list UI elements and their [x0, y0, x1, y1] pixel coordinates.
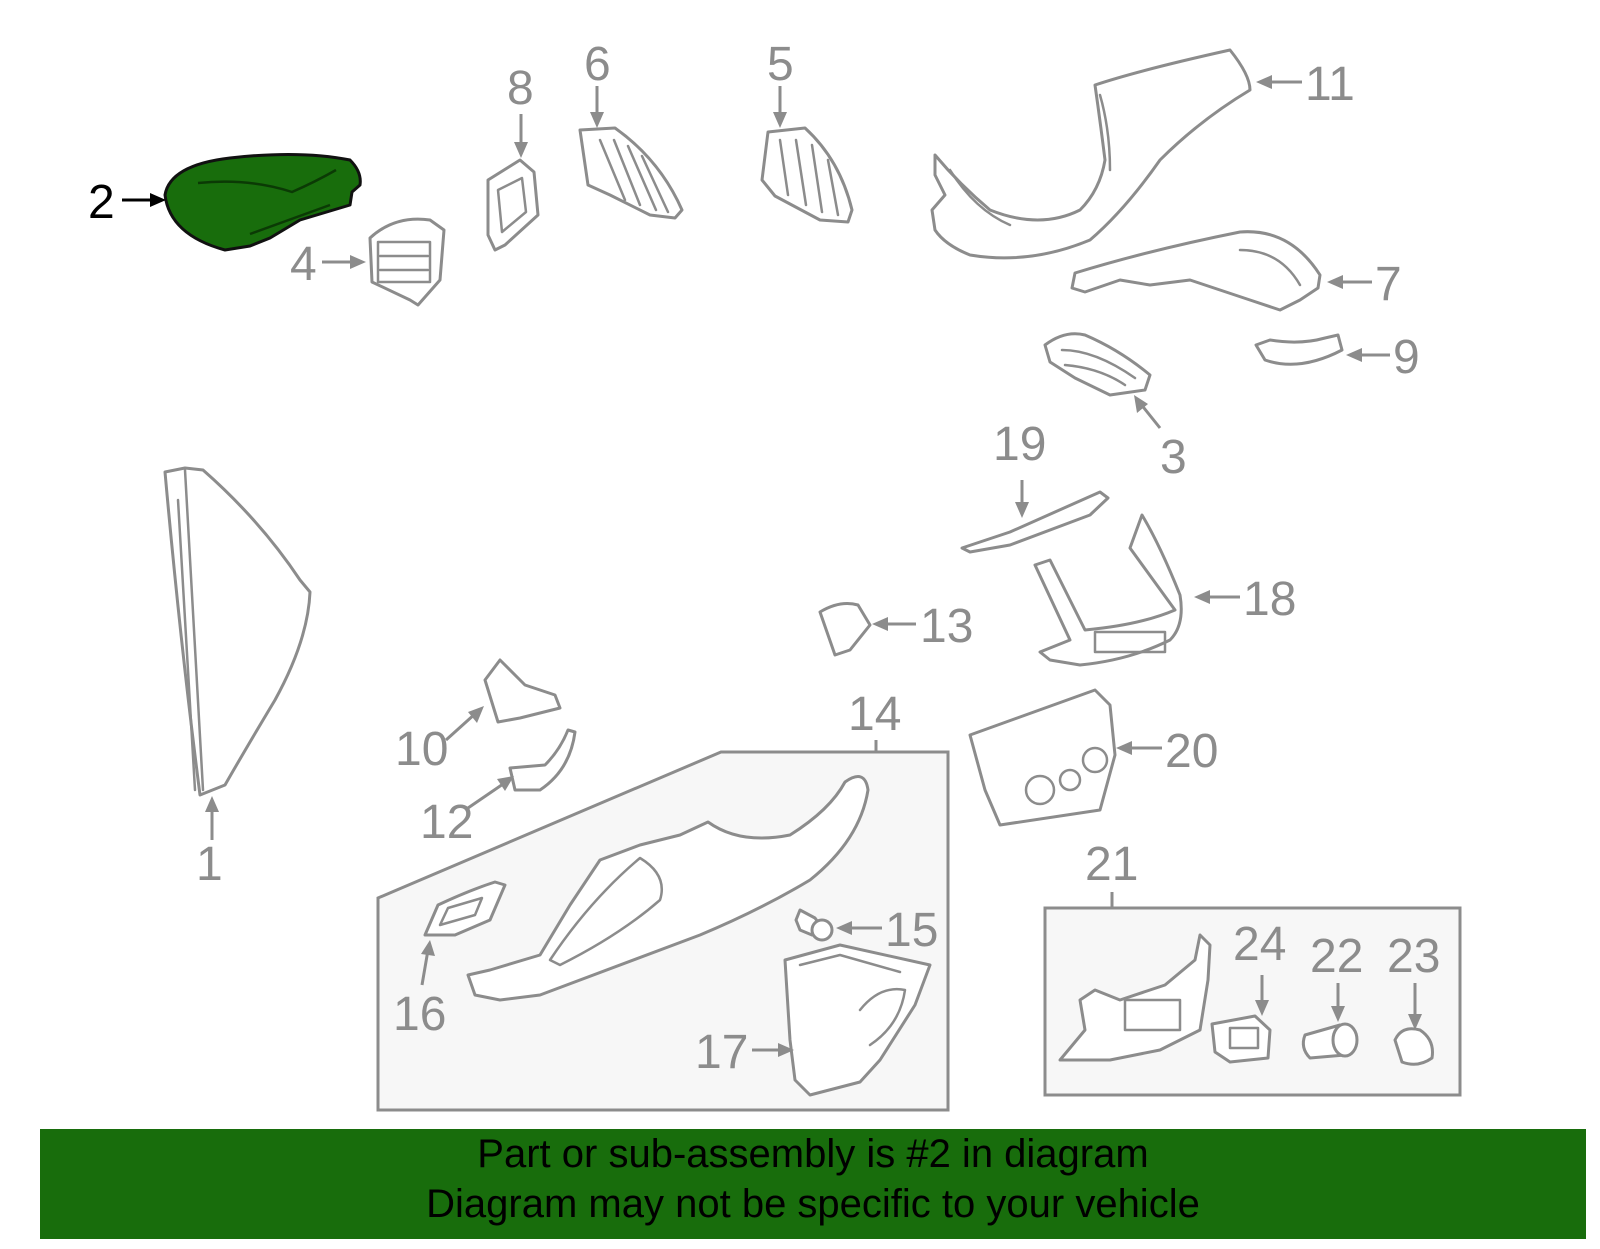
part-12	[508, 728, 577, 792]
callout-18: 18	[1243, 573, 1296, 626]
callout-5: 5	[767, 38, 794, 91]
callout-14: 14	[848, 688, 901, 741]
part-24	[1210, 1014, 1272, 1064]
part-11	[930, 48, 1252, 260]
part-10	[483, 658, 562, 724]
callout-13: 13	[920, 600, 973, 653]
callout-7: 7	[1375, 258, 1402, 311]
callout-1: 1	[196, 838, 223, 891]
part-5	[760, 126, 854, 224]
callout-23: 23	[1387, 930, 1440, 983]
info-banner: Part or sub-assembly is #2 in diagram Di…	[40, 1129, 1586, 1239]
part-20	[968, 688, 1117, 827]
callout-17: 17	[695, 1026, 748, 1079]
callout-20: 20	[1165, 725, 1218, 778]
part-16	[423, 880, 507, 937]
part-3	[1043, 332, 1152, 397]
part-8	[486, 158, 540, 252]
part-1	[163, 466, 312, 797]
part-23	[1393, 1027, 1434, 1066]
part-4	[368, 217, 446, 307]
callout-4: 4	[290, 238, 317, 291]
banner-line-1: Part or sub-assembly is #2 in diagram	[477, 1132, 1149, 1176]
part-14	[466, 775, 870, 1002]
callout-22: 22	[1310, 930, 1363, 983]
part-22	[1301, 1022, 1359, 1060]
part-18	[1033, 513, 1183, 667]
part-17	[783, 943, 932, 1097]
part-7	[1070, 230, 1322, 312]
callout-15: 15	[885, 904, 938, 957]
callout-9: 9	[1393, 331, 1420, 384]
callout-12: 12	[420, 796, 473, 849]
part-9	[1254, 333, 1344, 366]
callout-24: 24	[1233, 918, 1286, 971]
part-21	[1058, 933, 1212, 1062]
part-15	[794, 908, 834, 942]
callout-10: 10	[395, 723, 448, 776]
part-2-highlighted[interactable]	[163, 152, 362, 252]
callout-21: 21	[1085, 838, 1138, 891]
callout-2: 2	[88, 176, 115, 229]
banner-line-2: Diagram may not be specific to your vehi…	[426, 1182, 1200, 1226]
callout-6: 6	[584, 38, 611, 91]
callout-3: 3	[1160, 431, 1187, 484]
part-19	[960, 490, 1110, 554]
part-13	[818, 602, 872, 657]
part-6	[578, 126, 684, 220]
callout-19: 19	[993, 418, 1046, 471]
callout-16: 16	[393, 988, 446, 1041]
callout-8: 8	[507, 62, 534, 115]
callout-11: 11	[1305, 58, 1355, 111]
